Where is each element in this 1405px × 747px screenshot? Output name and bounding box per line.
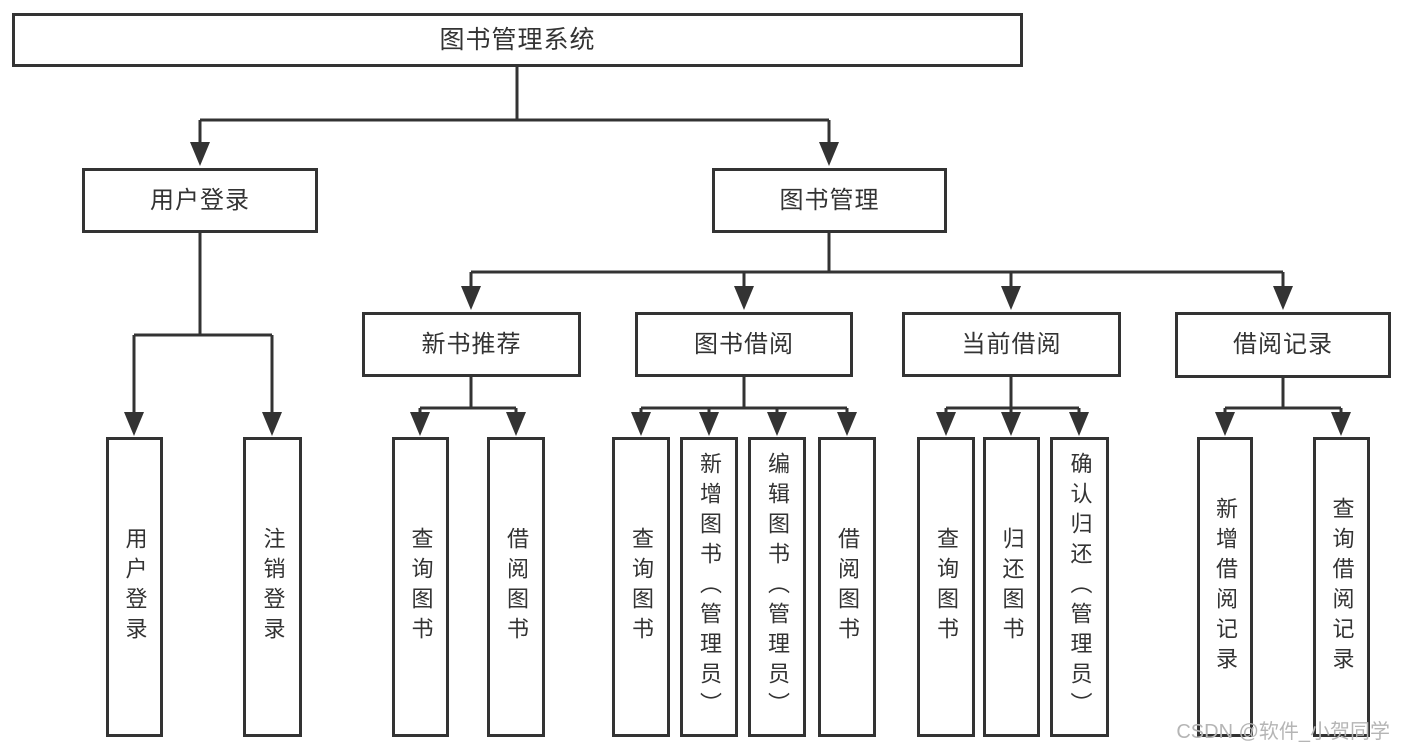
leaf-query-borrow-record: 查询借阅记录: [1313, 437, 1370, 737]
leaf-borrow-book-recommend: 借阅图书: [487, 437, 545, 737]
leaf-return-book: 归还图书: [983, 437, 1040, 737]
leaf-label: 新增图书（管理员）: [697, 452, 722, 722]
csdn-watermark: CSDN @软件_小贺同学: [1176, 721, 1390, 743]
node-label: 借阅记录: [1233, 331, 1333, 358]
leaf-label: 编辑图书（管理员）: [765, 452, 790, 722]
leaf-label: 查询图书: [629, 527, 654, 647]
node-new-book-recommend: 新书推荐: [362, 312, 581, 377]
leaf-label: 确认归还（管理员）: [1067, 452, 1093, 722]
arrowheads: [124, 142, 1351, 436]
leaf-label: 查询借阅记录: [1329, 497, 1355, 677]
leaf-label: 查询图书: [408, 527, 434, 647]
leaf-label: 借阅图书: [835, 527, 860, 647]
node-current-borrow: 当前借阅: [902, 312, 1121, 377]
leaf-edit-book-admin: 编辑图书（管理员）: [748, 437, 806, 737]
leaf-label: 用户登录: [122, 527, 148, 647]
leaf-borrow-book: 借阅图书: [818, 437, 876, 737]
node-label: 图书管理: [779, 186, 880, 214]
node-borrow-records: 借阅记录: [1175, 312, 1391, 378]
node-label: 图书管理系统: [439, 25, 596, 54]
leaf-label: 新增借阅记录: [1213, 497, 1238, 677]
leaf-label: 查询图书: [934, 527, 959, 647]
node-label: 当前借阅: [961, 330, 1062, 358]
leaf-label: 借阅图书: [504, 527, 529, 647]
node-library-management-system: 图书管理系统: [12, 13, 1023, 67]
leaf-query-book-recommend: 查询图书: [392, 437, 449, 737]
leaf-label: 注销登录: [260, 527, 286, 647]
leaf-logout: 注销登录: [243, 437, 302, 737]
node-label: 用户登录: [150, 186, 250, 214]
leaf-add-book-admin: 新增图书（管理员）: [680, 437, 738, 737]
node-label: 图书借阅: [694, 330, 794, 358]
node-book-borrow: 图书借阅: [635, 312, 853, 377]
leaf-confirm-return-admin: 确认归还（管理员）: [1050, 437, 1109, 737]
leaf-query-book-current: 查询图书: [917, 437, 975, 737]
node-label: 新书推荐: [421, 330, 522, 358]
leaf-label: 归还图书: [999, 527, 1025, 647]
node-book-management: 图书管理: [712, 168, 947, 233]
node-user-login-group: 用户登录: [82, 168, 318, 233]
leaf-user-login: 用户登录: [106, 437, 163, 737]
leaf-query-book-borrow: 查询图书: [612, 437, 670, 737]
leaf-add-borrow-record: 新增借阅记录: [1197, 437, 1253, 737]
